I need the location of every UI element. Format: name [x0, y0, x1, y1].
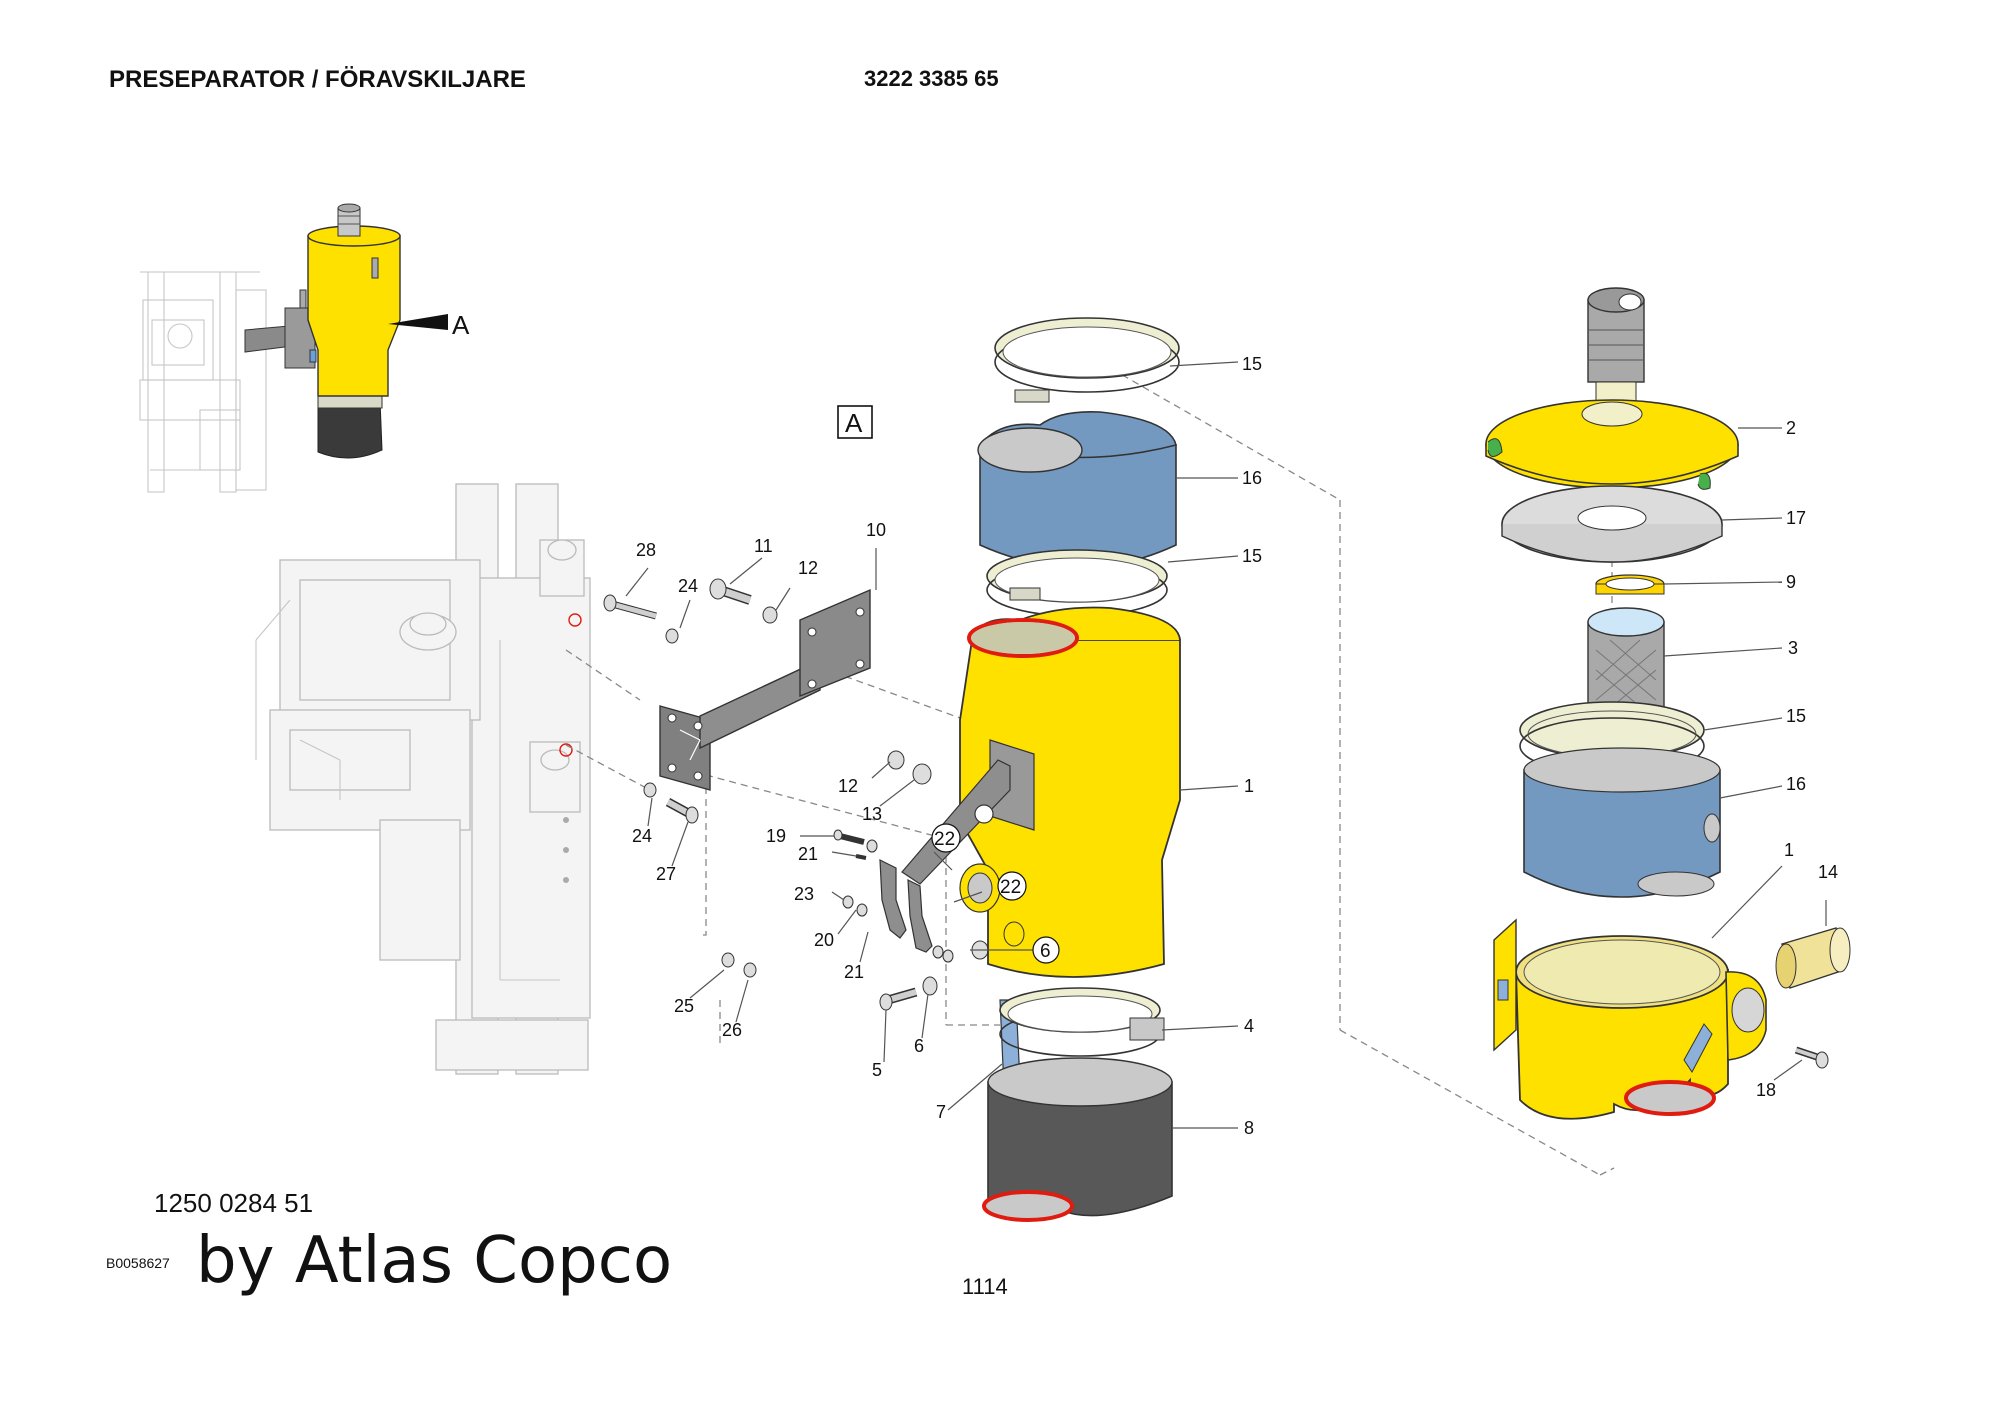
- page-number: 1114: [962, 1274, 1008, 1299]
- callout-19: 19: [766, 826, 786, 846]
- callout-2: 2: [1786, 418, 1796, 438]
- callout-3: 3: [1788, 638, 1798, 658]
- callout-7: 7: [936, 1102, 946, 1122]
- cover-16-blue: [977, 410, 1177, 569]
- preseparator-body-1-right: [1493, 918, 1767, 1120]
- watermark-text: by Atlas Copco: [196, 1224, 672, 1298]
- bolt-18: [1794, 1046, 1829, 1069]
- callout-9: 9: [1786, 572, 1796, 592]
- callout-12-mid: 12: [838, 776, 858, 796]
- callout-11: 11: [754, 536, 773, 556]
- machine-frame-ghost: [255, 483, 591, 1075]
- hose-clamp-4: [999, 987, 1165, 1057]
- overview-view-arrow-label: A: [452, 310, 470, 340]
- callout-24-low: 24: [632, 826, 652, 846]
- clamp-15-mid: [986, 549, 1168, 617]
- callout-14: 14: [1818, 862, 1838, 882]
- callout-25: 25: [674, 996, 694, 1016]
- hose-8: [982, 1057, 1173, 1222]
- callout-4: 4: [1244, 1016, 1254, 1036]
- callout-28: 28: [636, 540, 656, 560]
- callout-13: 13: [862, 804, 882, 824]
- outlet-tube: [1587, 287, 1645, 413]
- clamp-15-top: [994, 317, 1180, 403]
- callout-5: 5: [872, 1060, 882, 1080]
- view-box-a: A: [837, 405, 873, 439]
- leader-lines: [625, 361, 1827, 1129]
- callout-17: 17: [1786, 508, 1806, 528]
- callout-15-right: 15: [1786, 706, 1806, 726]
- top-cap-2: [1485, 399, 1739, 490]
- callout-6-low: 6: [914, 1036, 924, 1056]
- callout-20: 20: [814, 930, 834, 950]
- preseparator-body-1: [901, 606, 1181, 978]
- callout-10: 10: [866, 520, 886, 540]
- callout-18: 18: [1756, 1080, 1776, 1100]
- ring-9: [1595, 574, 1665, 595]
- callout-26: 26: [722, 1020, 742, 1040]
- callout-1-right: 1: [1784, 840, 1794, 860]
- callout-22-a: 22: [934, 829, 955, 850]
- mounting-bracket: [659, 588, 871, 791]
- callout-1: 1: [1244, 776, 1254, 796]
- knob-14: [1775, 927, 1851, 989]
- callout-6-circled: 6: [1040, 941, 1051, 962]
- callout-24-top: 24: [678, 576, 698, 596]
- overview-thumbnail: A: [139, 203, 470, 493]
- callout-15-top: 15: [1242, 354, 1262, 374]
- part-number: 3222 3385 65: [864, 66, 999, 91]
- callout-15-mid: 15: [1242, 546, 1262, 566]
- cover-16-right: [1523, 747, 1721, 898]
- callout-21-b: 21: [844, 962, 864, 982]
- callout-21-a: 21: [798, 844, 818, 864]
- callout-numbers: 15 16 15 1 4 8 7 5 6 6 22 22 28 24 11 12…: [632, 354, 1838, 1138]
- callout-8: 8: [1244, 1118, 1254, 1138]
- callout-16: 16: [1242, 468, 1262, 488]
- hardware-bolts: [603, 578, 989, 1011]
- callout-23: 23: [794, 884, 814, 904]
- image-code: B0058627: [106, 1255, 170, 1271]
- clamp-brackets: [879, 859, 933, 953]
- callout-16-right: 16: [1786, 774, 1806, 794]
- callout-22-b: 22: [1000, 877, 1021, 898]
- drawing-number: 1250 0284 51: [154, 1188, 313, 1218]
- callout-12-top: 12: [798, 558, 818, 578]
- callout-27: 27: [656, 864, 676, 884]
- page-title: PRESEPARATOR / FÖRAVSKILJARE: [109, 66, 526, 93]
- view-box-label: A: [845, 408, 863, 438]
- plate-17: [1501, 485, 1723, 563]
